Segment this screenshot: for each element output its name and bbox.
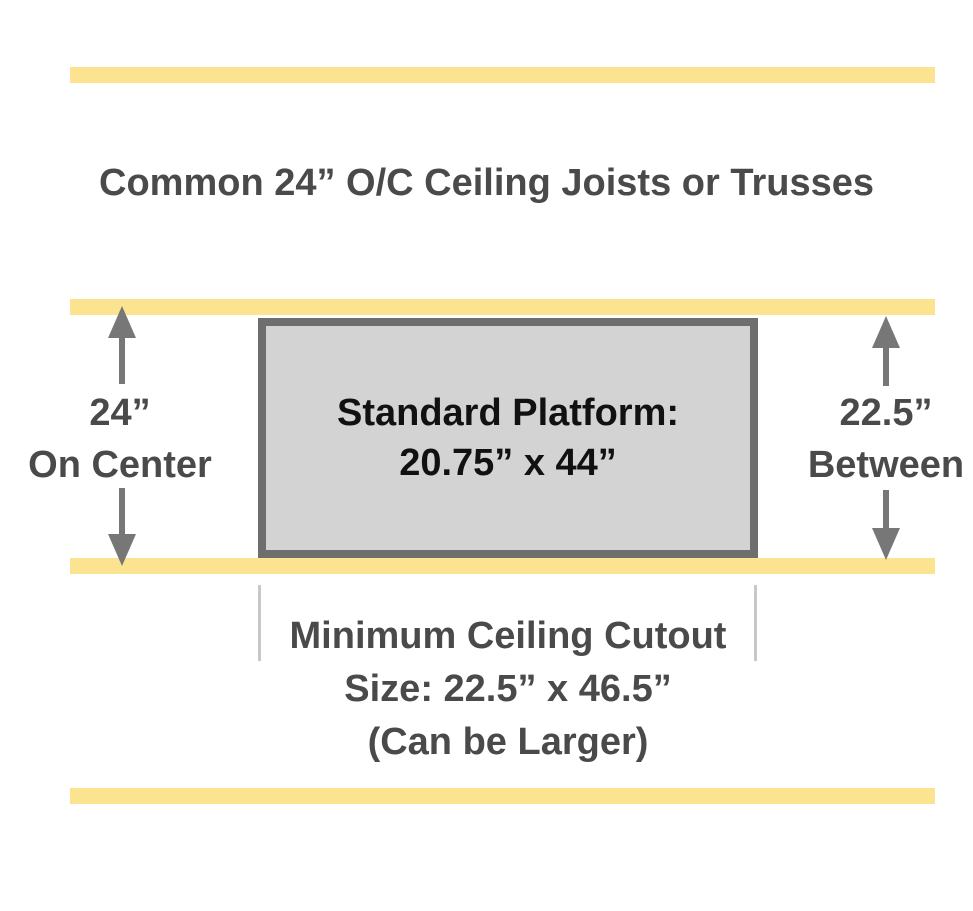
between-text: Between <box>807 444 965 486</box>
platform-label: Standard Platform: <box>336 392 680 434</box>
ceiling-cutout-note: Minimum Ceiling Cutout Size: 22.5” x 46.… <box>258 610 758 769</box>
joist-bottom <box>70 788 935 804</box>
on-center-arrow-icon <box>108 306 136 566</box>
between-arrow-icon <box>872 316 900 560</box>
cutout-size: Size: 22.5” x 46.5” <box>344 668 672 710</box>
on-center-value: 24” <box>89 392 151 434</box>
platform-size: 20.75” x 44” <box>399 442 617 484</box>
standard-platform-box: Standard Platform: 20.75” x 44” <box>258 318 758 558</box>
joist-upper <box>70 299 935 315</box>
on-center-text: On Center <box>28 444 212 486</box>
joist-top <box>70 67 935 83</box>
cutout-note: (Can be Larger) <box>367 721 649 763</box>
cutout-heading: Minimum Ceiling Cutout <box>289 615 727 657</box>
between-label: 22.5” Between <box>786 387 973 491</box>
between-value: 22.5” <box>839 392 933 434</box>
on-center-label: 24” On Center <box>10 387 230 491</box>
diagram-title: Common 24” O/C Ceiling Joists or Trusses <box>99 162 874 204</box>
cutout-tick-right <box>754 585 757 661</box>
cutout-tick-left <box>258 585 261 661</box>
joist-lower <box>70 558 935 574</box>
